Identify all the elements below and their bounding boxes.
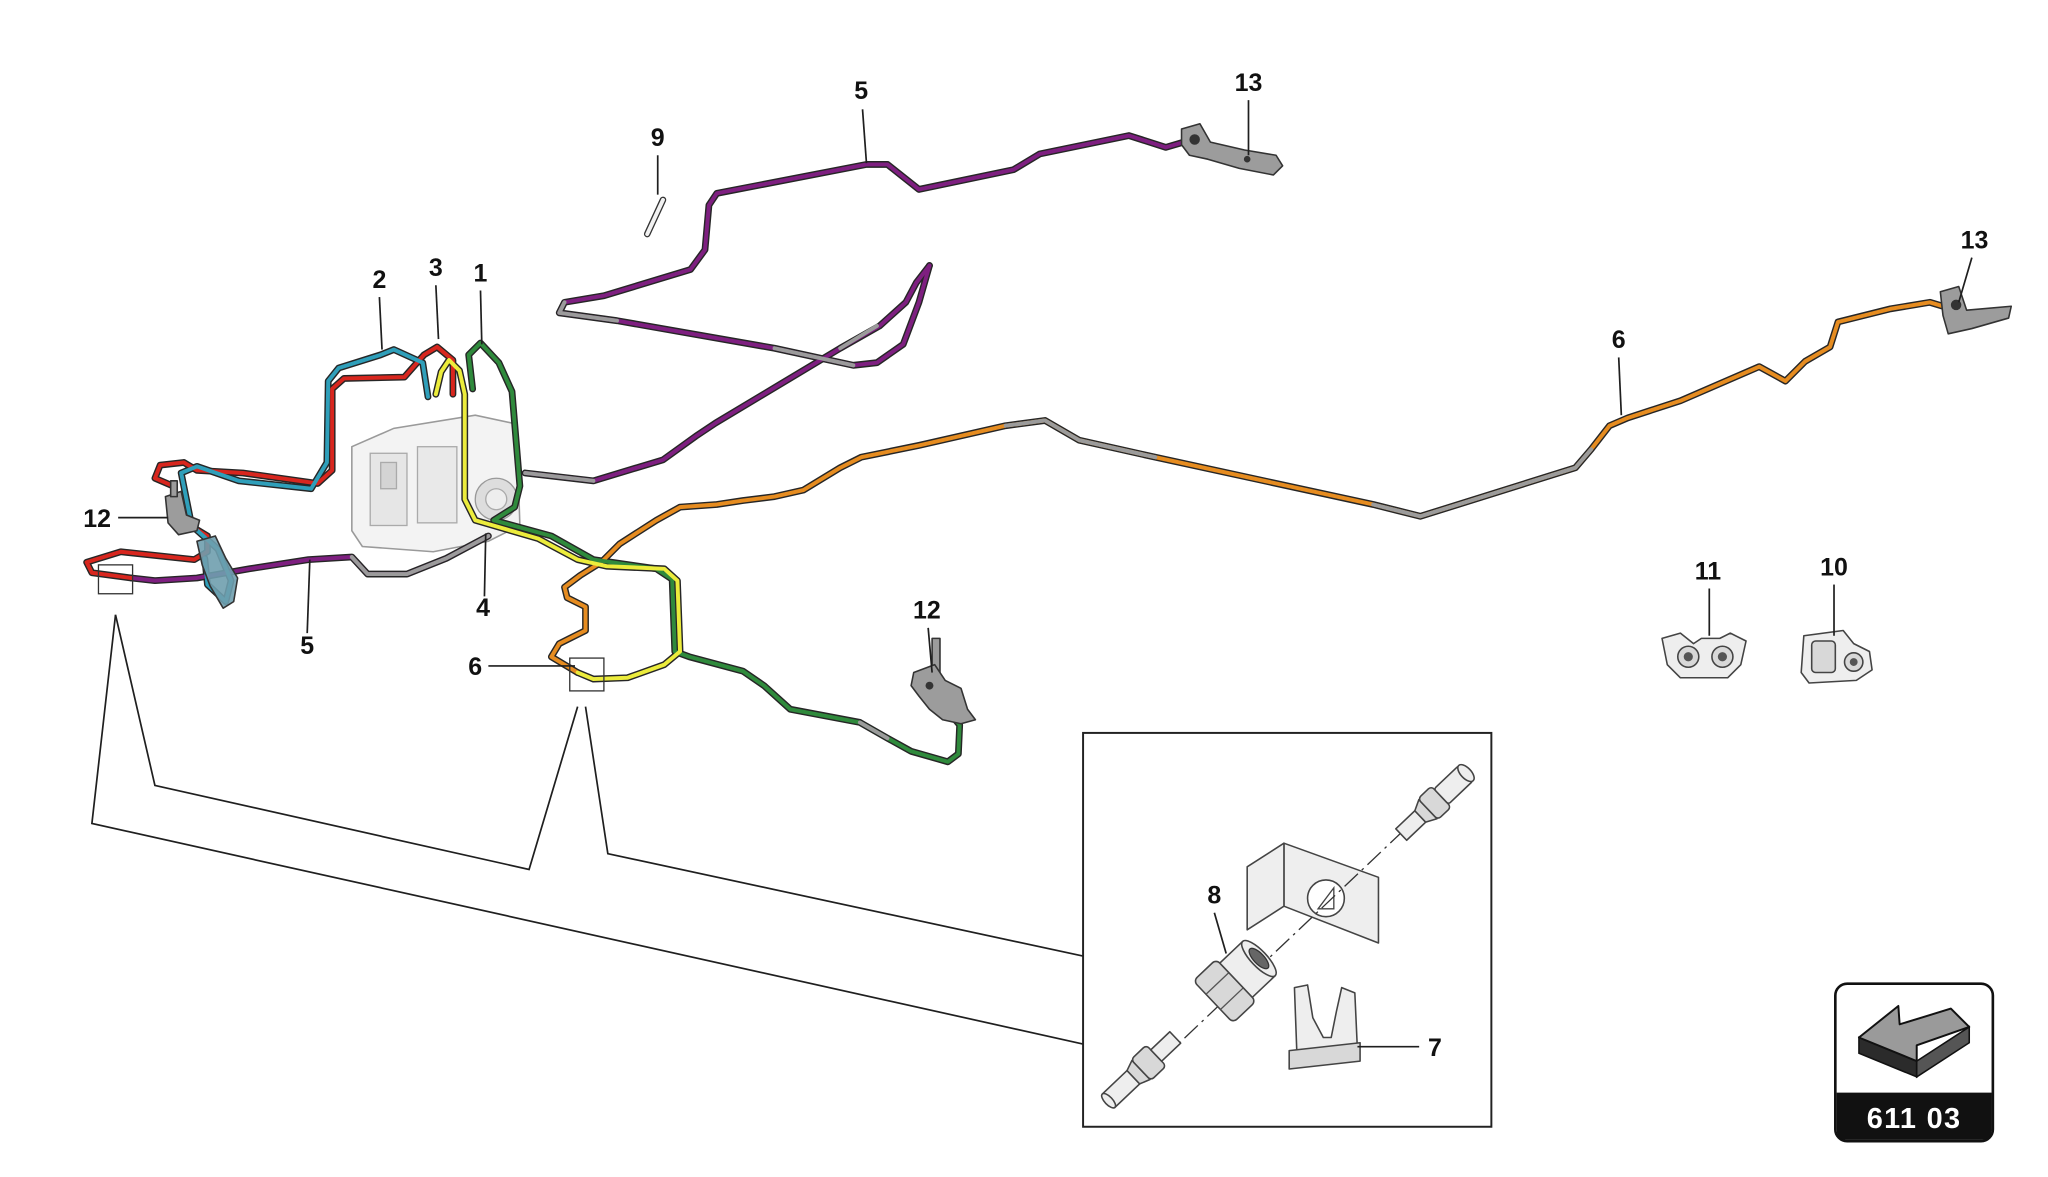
callout-7: 7 bbox=[1357, 1034, 1442, 1062]
abs-module-connector bbox=[380, 461, 398, 490]
callout-13-upper: 13 bbox=[1235, 69, 1263, 156]
callout-10: 10 bbox=[1820, 553, 1848, 636]
pin-9 bbox=[643, 196, 667, 238]
callout-5-lower: 5 bbox=[300, 559, 314, 660]
direction-arrow-icon bbox=[1857, 1004, 1971, 1079]
callout-1: 1 bbox=[474, 259, 488, 345]
pipe-clip-teal bbox=[196, 535, 239, 609]
callout-label: 6 bbox=[1612, 326, 1626, 354]
callout-label: 6 bbox=[468, 653, 482, 681]
abs-module bbox=[351, 414, 521, 553]
detail-marker-middle bbox=[569, 657, 605, 692]
callout-2: 2 bbox=[372, 266, 386, 350]
callout-label: 9 bbox=[651, 124, 665, 152]
pipe-clip-10 bbox=[1800, 629, 1873, 684]
callout-label: 3 bbox=[429, 254, 443, 282]
sleeve-6-rear bbox=[1371, 447, 1594, 519]
page-reference-badge: 611 03 bbox=[1834, 982, 1995, 1143]
pipe-1-outline bbox=[469, 343, 960, 762]
abs-module-block-mid bbox=[416, 446, 458, 524]
badge-code-strip bbox=[1836, 1092, 1992, 1140]
callout-13-right: 13 bbox=[1957, 226, 1989, 303]
callout-label: 5 bbox=[300, 632, 314, 660]
callout-label: 11 bbox=[1695, 557, 1721, 585]
callout-label: 13 bbox=[1961, 226, 1989, 254]
inset-upper-fitting bbox=[1395, 763, 1475, 842]
sleeve-5-upper-bottom bbox=[772, 346, 856, 368]
sleeve-1 bbox=[857, 720, 890, 741]
pipe-6 bbox=[549, 300, 1959, 675]
callout-12-middle: 12 bbox=[913, 597, 941, 673]
mounting-bracket-13-right bbox=[1939, 285, 2013, 335]
mounting-bracket-13-upper bbox=[1180, 122, 1284, 176]
inset-bracket-plate bbox=[1246, 842, 1380, 944]
retaining-clip-7 bbox=[1288, 984, 1361, 1070]
pipe-sleeves bbox=[349, 300, 1594, 741]
callout-11: 11 bbox=[1695, 557, 1721, 636]
mounting-bracket-12-left bbox=[164, 480, 201, 536]
sleeve-6-front bbox=[1003, 418, 1158, 460]
mounting-bracket-12-middle bbox=[910, 637, 977, 725]
pipe-6-outline bbox=[551, 302, 1956, 672]
callout-label: 12 bbox=[913, 597, 941, 625]
callout-4: 4 bbox=[476, 533, 490, 622]
detail-marker-left bbox=[97, 564, 134, 595]
sleeve-5-module bbox=[523, 471, 596, 483]
callout-label: 10 bbox=[1820, 553, 1848, 581]
pipe-clip-11 bbox=[1661, 632, 1747, 679]
abs-module-motor-cap bbox=[485, 488, 508, 511]
callout-8: 8 bbox=[1207, 882, 1227, 954]
sleeve-5-lower bbox=[349, 534, 491, 577]
pipe-4-outline bbox=[436, 360, 680, 679]
callout-label: 7 bbox=[1428, 1034, 1442, 1062]
callout-12-left: 12 bbox=[83, 505, 169, 533]
fitting-8 bbox=[1194, 939, 1277, 1022]
sleeve-5-upper-left bbox=[557, 300, 619, 323]
callout-label: 8 bbox=[1207, 882, 1221, 910]
callout-label: 5 bbox=[854, 77, 868, 105]
callout-6-right: 6 bbox=[1612, 326, 1626, 416]
callout-label: 2 bbox=[372, 266, 386, 294]
inset-lower-fitting bbox=[1100, 1030, 1182, 1109]
callout-9: 9 bbox=[651, 124, 665, 195]
callout-5-upper: 5 bbox=[854, 77, 868, 164]
callout-label: 4 bbox=[476, 594, 490, 622]
inset-detail-view bbox=[1082, 731, 1493, 1128]
callout-3: 3 bbox=[429, 254, 443, 340]
pipe-1 bbox=[466, 341, 962, 764]
sleeve-5-return bbox=[838, 323, 879, 351]
callout-label: 1 bbox=[474, 259, 488, 287]
callout-label: 12 bbox=[83, 505, 111, 533]
callout-label: 13 bbox=[1235, 69, 1263, 97]
callout-6-lower: 6 bbox=[468, 653, 576, 681]
detail-leader-lines bbox=[90, 614, 1084, 1045]
page-reference-code: 611 03 bbox=[1867, 1103, 1962, 1135]
